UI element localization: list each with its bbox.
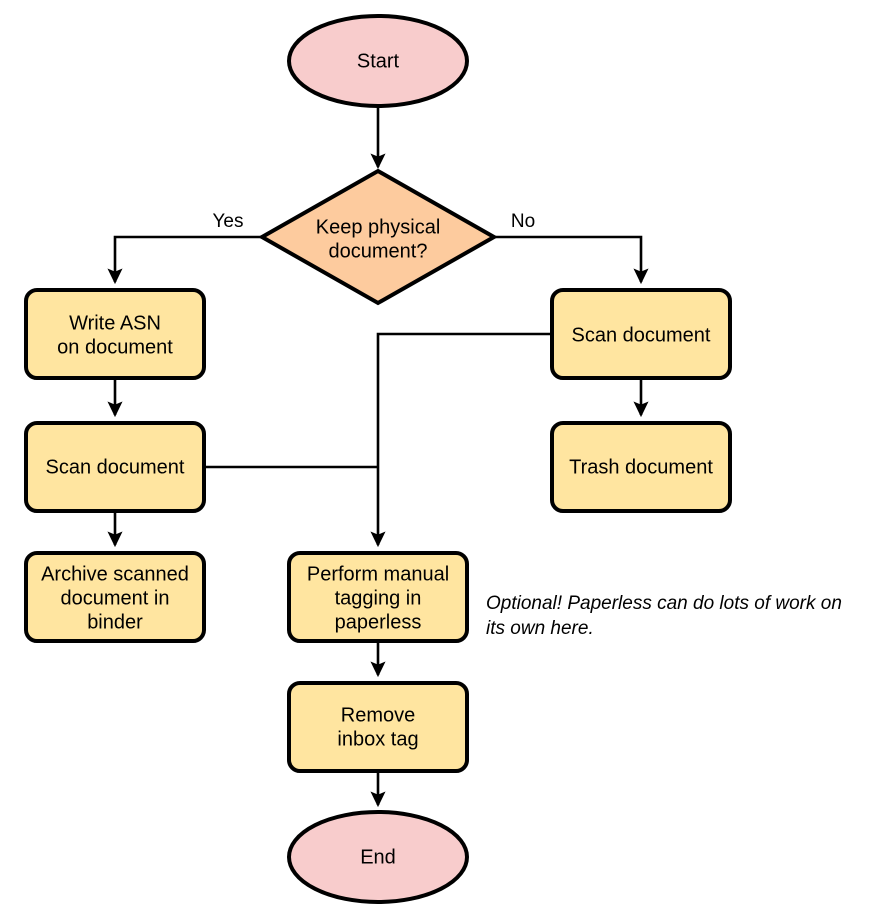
remove-inbox-label-line2: inbox tag: [337, 728, 418, 750]
edge-decision-to-scan-right: [494, 235, 649, 285]
tagging-label-line2: tagging in: [335, 587, 422, 609]
node-end[interactable]: End: [287, 810, 469, 904]
node-perform-manual-tagging-in-paperless[interactable]: Perform manual tagging in paperless: [287, 551, 469, 643]
edge-decision-to-write-asn: [107, 235, 262, 285]
tagging-box-shape: [287, 551, 469, 643]
trash-box-shape: [550, 421, 732, 513]
node-start[interactable]: Start: [287, 14, 469, 108]
write-asn-label-line2: on document: [57, 336, 173, 358]
node-archive-scanned-document-in-binder[interactable]: Archive scanned document in binder: [24, 551, 206, 643]
node-remove-inbox-tag[interactable]: Remove inbox tag: [287, 681, 469, 773]
scan-left-box-shape: [24, 421, 206, 513]
end-label: End: [360, 846, 396, 868]
archive-label-line1: Archive scanned: [41, 563, 189, 585]
optional-note-line1: Optional! Paperless can do lots of work …: [486, 593, 842, 614]
edge-label-yes: Yes: [213, 211, 244, 232]
scan-right-label: Scan document: [572, 324, 711, 346]
start-ellipse-shape: [287, 14, 469, 108]
connector-layer: [107, 106, 649, 808]
node-decision-keep-physical-document[interactable]: Keep physical document?: [257, 168, 499, 306]
remove-inbox-label-line1: Remove: [341, 704, 415, 726]
decision-label-line1: Keep physical: [316, 216, 441, 238]
edge-label-no: No: [511, 211, 535, 232]
node-trash-document[interactable]: Trash document: [550, 421, 732, 513]
node-write-asn-on-document[interactable]: Write ASN on document: [24, 288, 206, 380]
scan-left-label: Scan document: [46, 456, 185, 478]
archive-label-line3: binder: [87, 611, 143, 633]
end-ellipse-shape: [287, 810, 469, 904]
write-asn-label-line1: Write ASN: [69, 312, 161, 334]
node-scan-document-right[interactable]: Scan document: [550, 288, 732, 380]
tagging-label-line1: Perform manual: [307, 563, 449, 585]
annotation-optional-note: Optional! Paperless can do lots of work …: [486, 593, 842, 639]
remove-inbox-box-shape: [287, 681, 469, 773]
scan-right-box-shape: [550, 288, 732, 380]
archive-box-shape: [24, 551, 206, 643]
write-asn-box-shape: [24, 288, 206, 380]
start-label: Start: [357, 50, 400, 72]
tagging-label-line3: paperless: [335, 611, 422, 633]
node-scan-document-left[interactable]: Scan document: [24, 421, 206, 513]
optional-note-line2: its own here.: [486, 618, 594, 639]
trash-label: Trash document: [569, 456, 713, 478]
decision-diamond-shape: [257, 168, 499, 306]
archive-label-line2: document in: [61, 587, 170, 609]
edge-scan-right-to-tagging: [370, 332, 552, 548]
decision-label-line2: document?: [329, 240, 428, 262]
